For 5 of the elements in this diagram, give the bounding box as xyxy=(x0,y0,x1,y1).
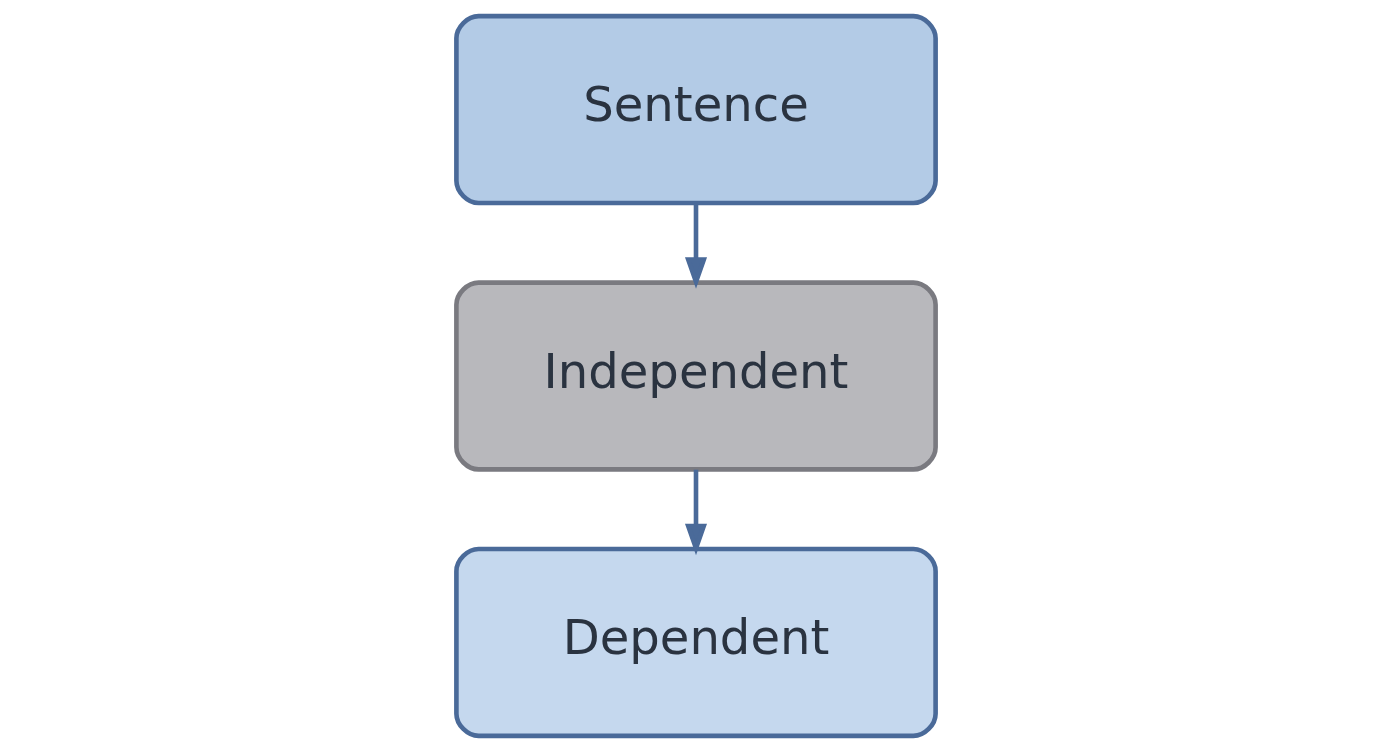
node-box: Dependent xyxy=(454,546,938,739)
node-box: Sentence xyxy=(454,13,938,206)
node-box: Independent xyxy=(454,280,938,472)
arrow xyxy=(684,203,708,289)
arrow xyxy=(684,469,708,556)
